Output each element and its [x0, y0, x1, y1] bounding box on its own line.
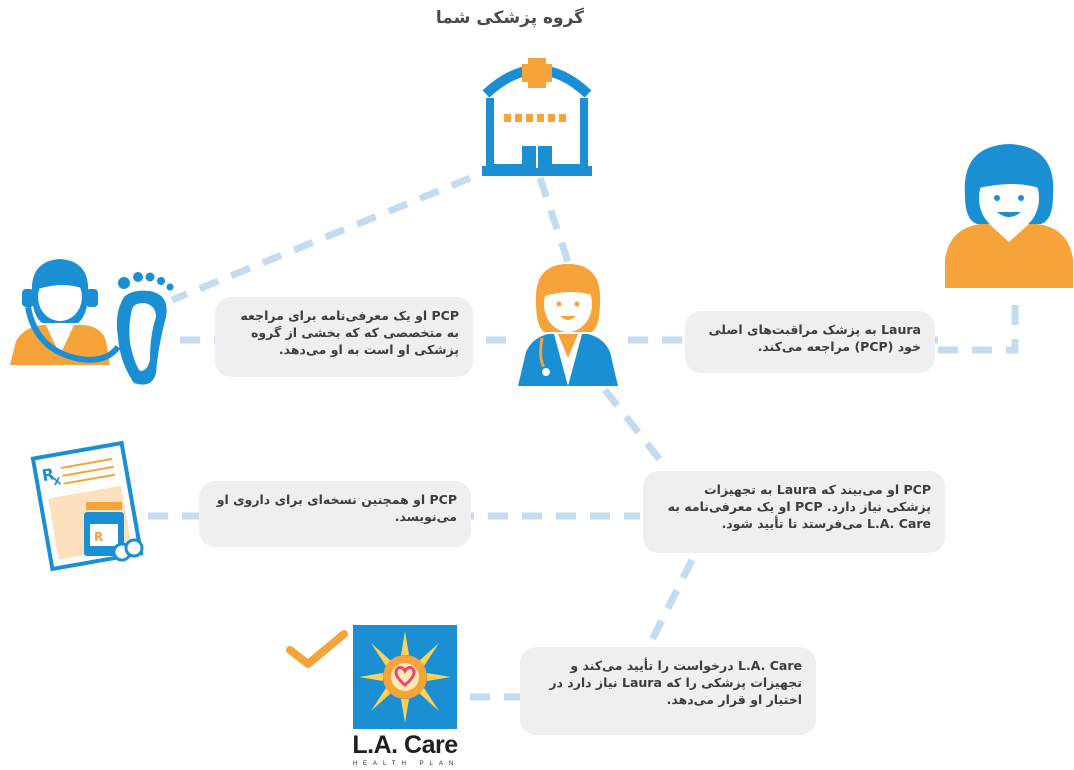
- patient-icon: [945, 144, 1073, 288]
- svg-text:R: R: [40, 464, 55, 485]
- diagram-title: گروه پزشکی شما: [435, 8, 585, 28]
- prescription-icon: R X R: [30, 440, 144, 572]
- la-care-logo: [353, 625, 457, 729]
- logo-subtitle: HEALTH PLAN: [352, 761, 460, 767]
- hospital-icon: [482, 58, 592, 176]
- step-box-approval: L.A. Care درخواست را تأیید می‌کند و تجهی…: [520, 647, 816, 735]
- step-text: Laura به پزشک مراقبت‌های اصلی خود (PCP) …: [708, 322, 921, 354]
- step-text: L.A. Care درخواست را تأیید می‌کند و تجهی…: [549, 658, 802, 707]
- svg-text:X: X: [53, 476, 63, 488]
- step-text: PCP او می‌بیند که Laura به تجهیزات پزشکی…: [667, 482, 931, 531]
- doctor-icon: [518, 264, 618, 386]
- step-box-prescription: PCP او همچنین نسخه‌ای برای داروی او می‌ن…: [199, 481, 471, 547]
- step-box-equipment-referral: PCP او می‌بیند که Laura به تجهیزات پزشکی…: [643, 471, 945, 553]
- step-box-visit-pcp: Laura به پزشک مراقبت‌های اصلی خود (PCP) …: [685, 311, 935, 373]
- specialist-podiatrist-icon: [10, 259, 174, 385]
- logo-name: L.A. Care: [352, 731, 458, 759]
- svg-text:R: R: [94, 530, 103, 544]
- checkmark-icon: [286, 630, 348, 668]
- step-box-specialist-referral: PCP او یک معرفی‌نامه برای مراجعه به متخص…: [215, 297, 473, 377]
- step-text: PCP او یک معرفی‌نامه برای مراجعه به متخص…: [240, 308, 459, 357]
- step-text: PCP او همچنین نسخه‌ای برای داروی او می‌ن…: [216, 492, 457, 524]
